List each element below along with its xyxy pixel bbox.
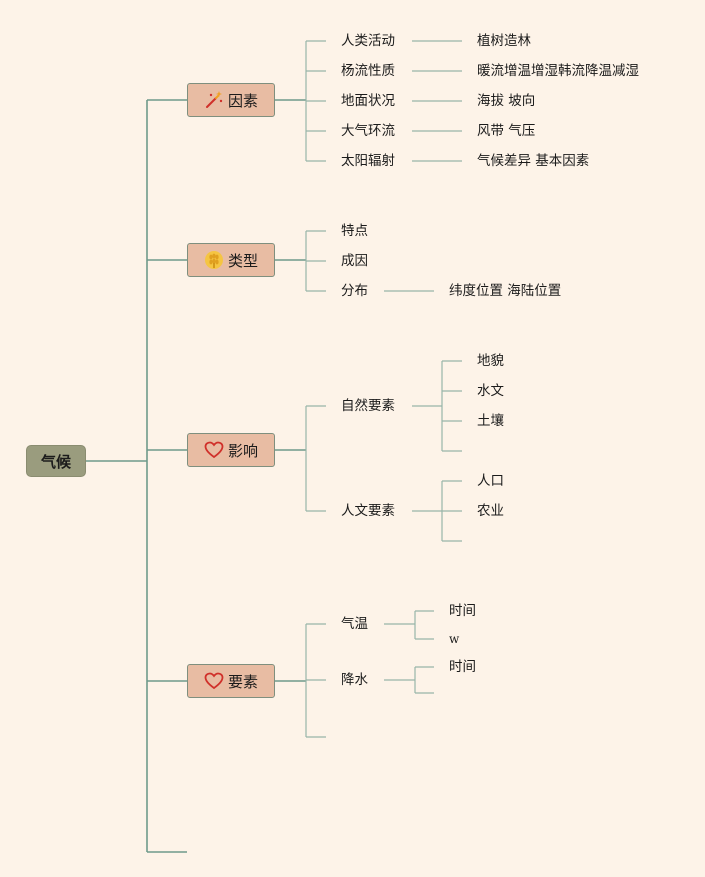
topic-atmospheric-circulation[interactable]: 大气环流 — [341, 123, 395, 139]
item-landform[interactable]: 地貌 — [477, 353, 504, 369]
topic-precipitation[interactable]: 降水 — [341, 672, 368, 688]
branch-factors[interactable]: 因素 — [187, 83, 275, 117]
topic-human-elements[interactable]: 人文要素 — [341, 503, 395, 519]
item-agriculture[interactable]: 农业 — [477, 503, 504, 519]
topic-distribution[interactable]: 分布 — [341, 283, 368, 299]
topic-current-nature[interactable]: 杨流性质 — [341, 63, 395, 79]
note-wind-pressure[interactable]: 风带 气压 — [477, 123, 536, 139]
topic-natural-elements[interactable]: 自然要素 — [341, 398, 395, 414]
heart-icon — [204, 440, 224, 460]
note-currents[interactable]: 暖流增温增湿韩流降温减湿 — [477, 63, 639, 79]
note-altitude-slope[interactable]: 海拔 坡向 — [477, 93, 536, 109]
topic-surface-condition[interactable]: 地面状况 — [341, 93, 395, 109]
item-hydrology[interactable]: 水文 — [477, 383, 504, 399]
branch-influence[interactable]: 影响 — [187, 433, 275, 467]
branch-label: 影响 — [227, 441, 258, 460]
branch-label: 因素 — [227, 91, 258, 110]
wheat-icon — [204, 250, 224, 270]
item-time[interactable]: 时间 — [449, 659, 476, 675]
note-afforestation[interactable]: 植树造林 — [477, 33, 531, 49]
topic-temperature[interactable]: 气温 — [341, 616, 368, 632]
item-soil[interactable]: 土壤 — [477, 413, 504, 429]
topic-causes[interactable]: 成因 — [341, 253, 368, 269]
heart-icon — [204, 671, 224, 691]
item-population[interactable]: 人口 — [477, 473, 504, 489]
branch-elements[interactable]: 要素 — [187, 664, 275, 698]
topic-features[interactable]: 特点 — [341, 223, 368, 239]
note-location[interactable]: 纬度位置 海陆位置 — [449, 283, 562, 299]
item-time[interactable]: 时间 — [449, 603, 476, 619]
root-label: 气候 — [40, 452, 71, 471]
note-climate-difference[interactable]: 气候差异 基本因素 — [477, 153, 590, 169]
magic-wand-icon — [204, 90, 224, 110]
branch-label: 类型 — [227, 251, 258, 270]
branch-types[interactable]: 类型 — [187, 243, 275, 277]
root-node[interactable]: 气候 — [26, 445, 86, 477]
item-w[interactable]: w — [449, 632, 460, 646]
topic-solar-radiation[interactable]: 太阳辐射 — [341, 153, 395, 169]
topic-human-activity[interactable]: 人类活动 — [341, 33, 395, 49]
branch-label: 要素 — [227, 672, 258, 691]
